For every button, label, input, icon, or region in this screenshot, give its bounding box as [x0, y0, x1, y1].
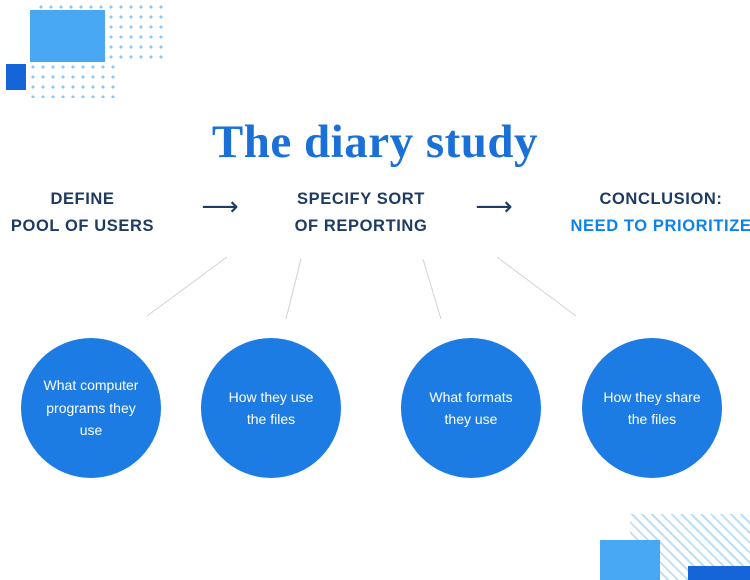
- step-specify-sort-of-reporting: SPECIFY SORT OF REPORTING: [266, 186, 456, 240]
- step-label-line2: POOL OF USERS: [10, 217, 155, 235]
- right-arrow-icon: ⟶: [475, 192, 513, 222]
- circle-what-formats: What formats they use: [401, 338, 541, 478]
- step-label-line1: CONCLUSION:: [599, 190, 723, 208]
- step-conclusion: CONCLUSION: NEED TO PRIORITIZE: [551, 186, 750, 240]
- circle-how-they-use-files: How they use the files: [201, 338, 341, 478]
- right-arrow-icon: ⟶: [201, 192, 239, 222]
- step-define-pool-of-users: DEFINE POOL OF USERS: [0, 186, 180, 240]
- step-label-line2: OF REPORTING: [294, 217, 428, 235]
- circle-label: How they use the files: [228, 388, 314, 427]
- step-label-line1: SPECIFY SORT: [297, 190, 425, 208]
- decor-square-dark-blue: [688, 566, 750, 580]
- decor-square-light-blue: [600, 540, 660, 580]
- decor-square-light-blue: [30, 10, 105, 62]
- decor-square-dark-blue: [6, 64, 26, 90]
- step-label-line2-accent: NEED TO PRIORITIZE: [570, 217, 750, 235]
- page-title: The diary study: [211, 116, 539, 169]
- circle-label: What formats they use: [429, 388, 513, 427]
- step-label-line1: DEFINE: [50, 190, 115, 208]
- circle-label: How they share the files: [603, 388, 701, 427]
- circle-how-they-share-files: How they share the files: [582, 338, 722, 478]
- circle-label: What computer programs they use: [43, 377, 139, 439]
- circle-what-computer-programs: What computer programs they use: [21, 338, 161, 478]
- dot-grid-decoration: [28, 62, 118, 98]
